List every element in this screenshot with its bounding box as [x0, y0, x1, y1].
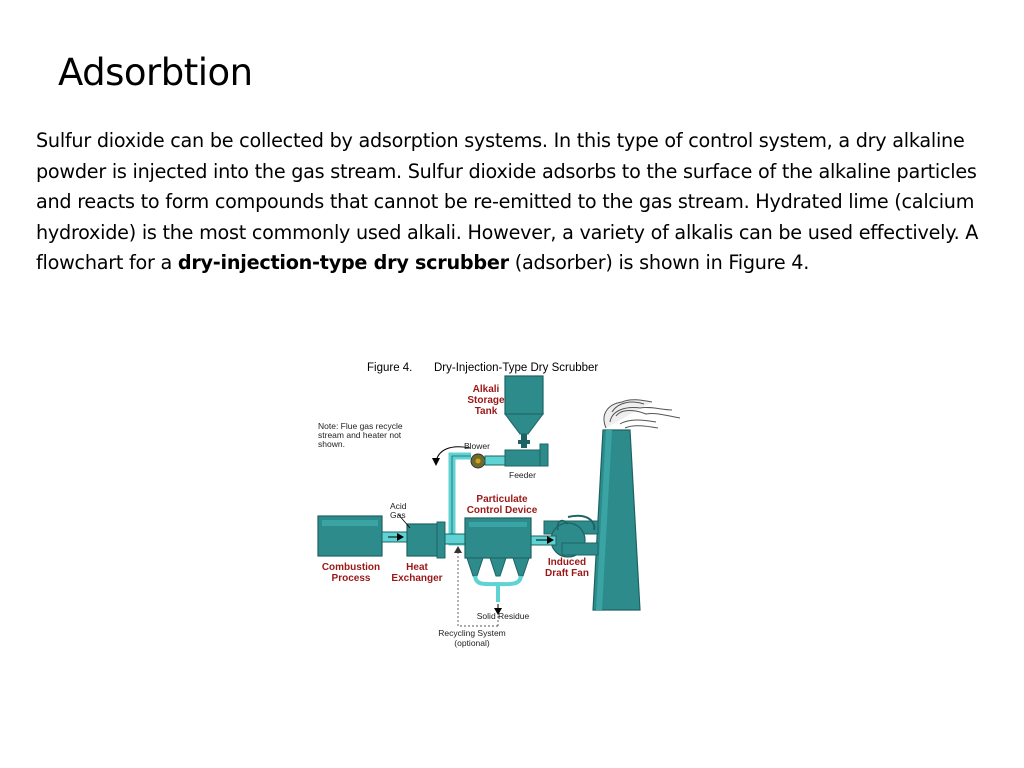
label-heat-1: Heat [406, 562, 428, 573]
label-feeder: Feeder [509, 470, 536, 480]
label-recycling-1: Recycling System [438, 628, 506, 638]
label-fan-1: Induced [548, 557, 586, 568]
figure-caption-title: Dry-Injection-Type Dry Scrubber [434, 362, 598, 374]
label-note-3: shown. [318, 439, 345, 449]
label-alkali-3: Tank [475, 406, 498, 417]
slide-body-text: Sulfur dioxide can be collected by adsor… [36, 126, 996, 279]
combustion-process-unit [317, 515, 383, 557]
label-blower: Blower [464, 441, 490, 451]
label-combustion-1: Combustion [322, 562, 380, 573]
heat-exchanger [406, 521, 446, 559]
label-combustion-2: Process [332, 573, 371, 584]
diagram-svg: Figure 4. Dry-Injection-Type Dry Scrubbe… [317, 362, 681, 648]
label-pcd-1: Particulate [476, 494, 528, 505]
label-alkali-1: Alkali [473, 384, 500, 395]
label-acid-2: Gas [390, 510, 406, 520]
smoke-plume-icon [603, 399, 681, 429]
label-solid-residue: Solid Residue [477, 611, 530, 621]
label-note-2: stream and heater not [318, 430, 402, 440]
label-acid-1: Acid [390, 501, 407, 511]
body-text-part-1: Sulfur dioxide can be collected by adsor… [36, 129, 979, 275]
induced-draft-fan [543, 514, 599, 558]
label-alkali-2: Storage [467, 395, 505, 406]
label-fan-2: Draft Fan [545, 568, 589, 579]
body-text-bold-term: dry-injection-type dry scrubber [177, 251, 509, 275]
figure-caption-number: Figure 4. [367, 362, 412, 374]
body-text-part-2: (adsorber) is shown in Figure 4. [508, 251, 810, 275]
label-recycling-2: (optional) [454, 638, 490, 648]
label-pcd-2: Control Device [467, 505, 538, 516]
label-note-1: Note: Flue gas recycle [318, 421, 403, 431]
stack [592, 429, 641, 611]
slide-title: Adsorbtion [58, 51, 253, 94]
alkali-storage-tank [504, 375, 544, 448]
particulate-control-device [464, 517, 532, 602]
figure-dry-scrubber-diagram: Figure 4. Dry-Injection-Type Dry Scrubbe… [300, 352, 720, 662]
label-heat-2: Exchanger [391, 573, 442, 584]
blower [470, 453, 506, 469]
feeder [504, 443, 549, 467]
